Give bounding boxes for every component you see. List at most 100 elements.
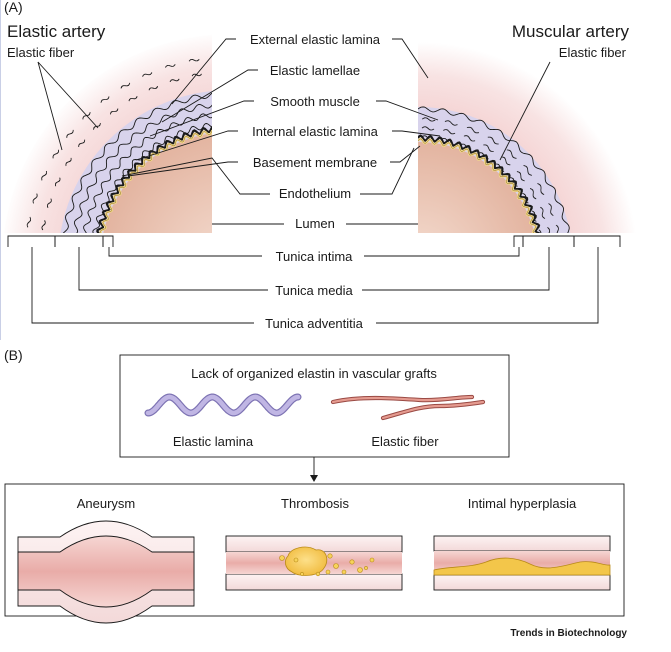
layer-leader-lines	[121, 38, 441, 225]
smooth-muscle-cell	[560, 248, 563, 261]
adventitia-fiber	[24, 242, 27, 252]
smooth-muscle-cell	[537, 183, 545, 195]
adventitia-fiber	[110, 108, 119, 115]
tunica-intima-label: Tunica intima	[276, 249, 354, 264]
right-elastic-fiber-label: Elastic fiber	[559, 45, 627, 60]
platelet-speck	[300, 572, 304, 576]
elastic-artery-section	[3, 34, 224, 253]
platelet-speck	[349, 559, 355, 565]
adventitia-fiber	[128, 96, 138, 102]
adventitia-fiber	[120, 82, 131, 89]
lumen-label: Lumen	[295, 216, 335, 231]
platelet-speck	[325, 569, 331, 575]
endothelium-label: Endothelium	[279, 186, 351, 201]
platelet-speck	[315, 571, 321, 577]
elastic-fiber-strands	[330, 394, 486, 421]
elastic-lamella	[73, 104, 212, 233]
smooth-muscle-cell	[540, 206, 546, 219]
elastic-fiber-pointers	[37, 61, 551, 161]
adventitia-fiber	[39, 243, 42, 253]
smooth-muscle-cell	[487, 136, 499, 145]
smooth-muscle-cell	[501, 156, 511, 166]
tunica-adventitia-label: Tunica adventitia	[265, 316, 364, 331]
smooth-muscle-cell	[516, 171, 525, 182]
platelet-speck	[327, 553, 333, 559]
tunica-brackets	[7, 235, 621, 324]
panel-a-tag: (A)	[4, 0, 23, 15]
adventitia-fiber	[165, 64, 176, 68]
adventitia-fiber	[41, 220, 46, 231]
platelet-speck	[341, 569, 347, 575]
neointima-layer	[433, 557, 611, 576]
elastic-fiber-label: Elastic fiber	[371, 434, 439, 449]
adventitia-fiber	[169, 78, 180, 82]
platelet-speck	[333, 563, 339, 569]
smooth-muscle-cell	[542, 249, 545, 260]
left-lumen-tissue	[103, 133, 212, 233]
left-elastic-lamellae	[62, 92, 212, 233]
thrombosis-label: Thrombosis	[281, 496, 349, 511]
smooth-muscle-cell	[466, 126, 480, 134]
elastic-lamella	[83, 113, 212, 233]
adventitia-fiber	[41, 170, 47, 181]
adventitia-fiber	[191, 73, 202, 77]
adventitia-fiber	[214, 56, 224, 58]
adventitia-fiber	[32, 193, 38, 204]
basement-membrane-label: Basement membrane	[253, 155, 377, 170]
adventitia-fiber	[52, 149, 59, 159]
platelet-speck	[357, 567, 363, 573]
smooth-muscle-cell	[529, 188, 537, 200]
smooth-muscle-cell	[421, 126, 435, 131]
platelet-speck	[364, 566, 368, 570]
smooth-muscle-cell	[555, 224, 559, 233]
smooth-muscle-cell	[444, 120, 458, 126]
smooth-muscle-cell	[506, 149, 517, 159]
left-adventitia-fibers	[24, 56, 224, 253]
smooth-muscle-cell	[443, 129, 456, 135]
smooth-muscle-cell	[551, 249, 554, 261]
adventitia-fiber	[142, 72, 153, 77]
adventitia-fiber	[65, 157, 72, 167]
smooth-muscle-cell	[422, 117, 436, 122]
smooth-muscle-cell	[463, 135, 476, 142]
muscular-artery-title: Muscular artery	[512, 22, 630, 41]
smooth-muscle-label: Smooth muscle	[270, 94, 360, 109]
adventitia-fiber	[47, 198, 52, 208]
smooth-muscle-cell	[523, 165, 533, 176]
tunica-media-label: Tunica media	[275, 283, 353, 298]
adventitia-fiber	[66, 129, 74, 138]
adventitia-fiber	[78, 139, 86, 147]
smooth-muscle-cell	[548, 203, 554, 216]
internal-elastic-lamina-label: Internal elastic lamina	[252, 124, 378, 139]
smooth-muscle-cell	[483, 144, 494, 152]
adventitia-fiber	[188, 59, 200, 62]
thrombus-clot	[284, 546, 328, 576]
platelet-speck	[279, 555, 285, 561]
elastin-box-title: Lack of organized elastin in vascular gr…	[191, 366, 437, 381]
endothelium	[418, 138, 537, 233]
adventitia-fiber	[55, 177, 61, 187]
external-elastic-lamina	[418, 106, 570, 233]
adventitia-fiber	[148, 86, 158, 91]
aneurysm-label: Aneurysm	[77, 496, 136, 511]
elastic-lamella	[62, 92, 212, 233]
aneurysm-vessel	[17, 520, 195, 624]
left-elastic-fiber-label: Elastic fiber	[7, 45, 75, 60]
adventitia-fiber	[26, 216, 31, 228]
internal-elastic-lamina	[418, 134, 542, 233]
panel-b-tag: (B)	[4, 347, 23, 363]
elastic-lamina-label: Elastic lamina	[173, 434, 254, 449]
smooth-muscle-cell	[547, 227, 550, 233]
intimal-hyperplasia-vessel	[433, 535, 611, 591]
intimal-hyperplasia-label: Intimal hyperplasia	[468, 496, 577, 511]
adventitia-fiber	[215, 71, 224, 73]
elastic-lamella	[92, 123, 212, 233]
elastic-lamellae-label: Elastic lamellae	[270, 63, 360, 78]
platelet-specks	[279, 553, 375, 577]
endothelium	[100, 130, 212, 233]
flow-arrow-head	[310, 475, 318, 482]
internal-elastic-lamina	[96, 125, 212, 233]
muscular-artery-section	[418, 40, 639, 261]
thrombosis-vessel	[225, 535, 403, 591]
